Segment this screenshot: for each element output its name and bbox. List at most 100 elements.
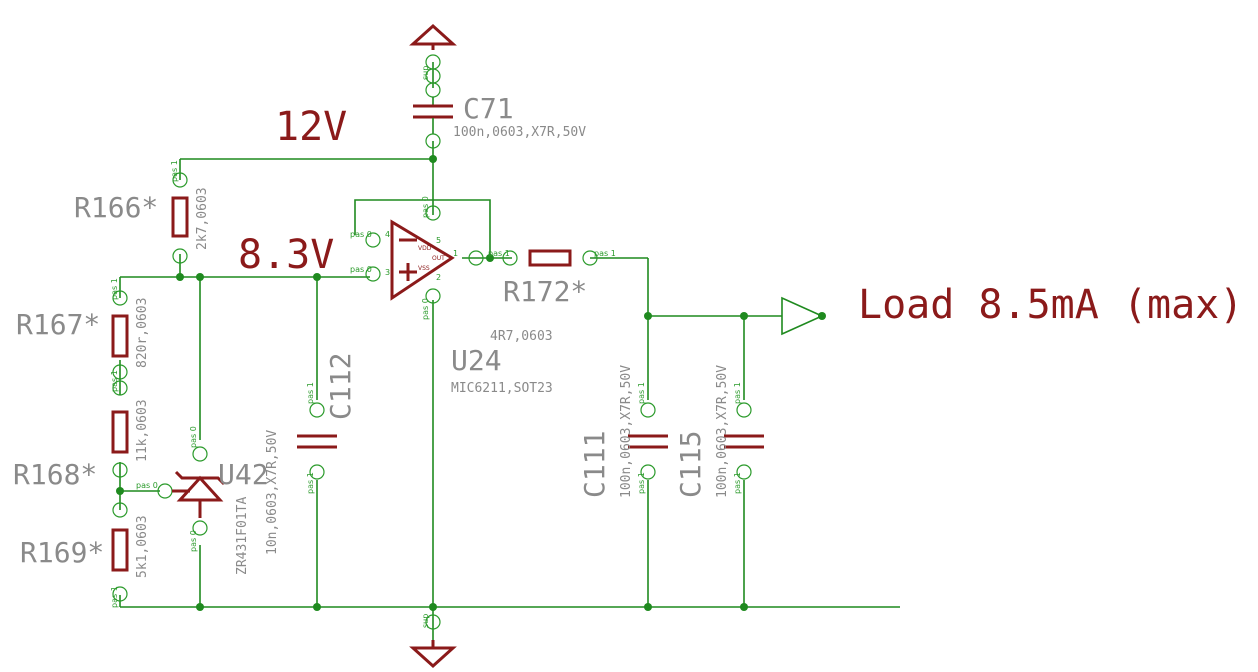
r169-pin1-label: pas 1 (110, 586, 119, 608)
junction-u42 (196, 273, 204, 281)
r168-value: 11k,0603 (135, 399, 150, 462)
r167-name: R167* (16, 308, 100, 341)
junction-gnd-c115 (740, 603, 748, 611)
wires (119, 62, 900, 640)
net-label-load: Load 8.5mA (max) (858, 282, 1243, 328)
pin-c115-top (736, 402, 752, 418)
u24-out-label: OUT (432, 255, 445, 262)
resistor-r168: pas 1 R168* 11k,0603 (13, 370, 150, 491)
r172-pin-right-label: pas 1 (594, 249, 616, 258)
r166-body (171, 196, 189, 238)
r172-value: 4R7,0603 (490, 329, 553, 344)
supply-arrow-top (409, 23, 457, 46)
r168-body (111, 410, 129, 454)
pin-c111-bottom (640, 464, 656, 480)
r167-pin1-label: pas 1 (110, 278, 119, 300)
pin-r167-top (112, 290, 128, 306)
junction-gnd-u24 (429, 603, 437, 611)
c115-name: C115 (674, 431, 707, 498)
r166-value: 2k7,0603 (195, 187, 210, 250)
junction-gnd-u42 (196, 603, 204, 611)
pin-r167-bottom (112, 364, 128, 380)
u24-triangle (390, 219, 455, 301)
ground-pin-label: sup (421, 614, 430, 628)
r172-pin-left-label: pas 1 (488, 249, 510, 258)
u24-pin3-num: 3 (385, 268, 390, 277)
c111-pin2-label: pas 1 (637, 472, 646, 494)
pin-c71-bottom (425, 133, 441, 149)
c112-pin2-label: pas 1 (306, 472, 315, 494)
pin-r169-top (112, 502, 128, 518)
r167-value: 820r,0603 (135, 298, 150, 368)
pin-u42-cathode (192, 446, 208, 462)
pin-r166-top (172, 172, 188, 188)
junction-12v (429, 155, 437, 163)
pin-u24-noninv (365, 266, 381, 282)
u24-pin2-num: 2 (436, 273, 441, 282)
u24-pin4-num: 4 (385, 230, 390, 239)
capacitor-c111: pas 1 pas 1 C111 100n,0603,X7R,50V (578, 365, 668, 498)
resistor-r167: pas 1 R167* 820r,0603 (16, 278, 150, 380)
junction-gnd-c111 (644, 603, 652, 611)
shunt-reference-u42: pas 0 pas 0 pas 0 U42 ZR431F01TA (136, 426, 269, 575)
pin-r172-left (502, 250, 518, 266)
pin-r169-bottom (112, 586, 128, 602)
u24-vdd-label: VDD (418, 245, 432, 252)
pin-r168-top (112, 380, 128, 396)
pin-r166-bottom (172, 248, 188, 264)
resistor-r169: pas 1 R169* 5k1,0603 (20, 502, 150, 608)
junction-ref (116, 487, 124, 495)
u24-value: MIC6211,SOT23 (451, 381, 553, 396)
pin-r172-right (582, 250, 598, 266)
pin-r168-bottom (112, 462, 128, 478)
u42-name: U42 (218, 458, 269, 491)
output-port-triangle (781, 296, 824, 336)
c112-name: C112 (324, 353, 357, 420)
c115-pin2-label: pas 1 (733, 472, 742, 494)
u24-vss-label: VSS (418, 265, 430, 272)
c71-name: C71 (463, 92, 514, 125)
u24-vss-pas: pas 0 (421, 298, 430, 320)
pin-u24-inv (365, 232, 381, 248)
capacitor-c71: C71 100n,0603,X7R,50V (413, 82, 586, 149)
c115-value: 100n,0603,X7R,50V (715, 365, 730, 498)
ground-arrow-bottom (409, 646, 457, 669)
r169-body (111, 528, 129, 572)
junction-c112 (313, 273, 321, 281)
r172-name: R172* (503, 275, 587, 308)
c111-value: 100n,0603,X7R,50V (619, 365, 634, 498)
u24-pin5-num: 5 (436, 236, 441, 245)
output-port-load: Load 8.5mA (max) (781, 282, 1243, 336)
r168-name: R168* (13, 458, 97, 491)
capacitor-c112: pas 1 pas 1 C112 10n,0603,X7R,50V (265, 353, 357, 555)
pin-u42-anode (192, 520, 208, 536)
u24-pin1-num: 1 (453, 249, 458, 258)
u42-pin-ref-label: pas 0 (136, 481, 158, 490)
net-label-12v: 12V (275, 104, 347, 150)
r166-pin1-label: pas 1 (170, 160, 179, 182)
supply-symbols: sup sup (409, 23, 457, 669)
u24-pin4-pas: pas 0 (350, 230, 372, 239)
pin-u24-vdd (425, 205, 441, 221)
pin-c111-top (640, 402, 656, 418)
c111-name: C111 (578, 431, 611, 498)
wire-feedback-loop (354, 199, 491, 258)
u24-name: U24 (451, 344, 502, 377)
pin-c115-bottom (736, 464, 752, 480)
pin-c112-top (309, 402, 325, 418)
c115-pin1-label: pas 1 (733, 382, 742, 404)
c112-value: 10n,0603,X7R,50V (265, 430, 280, 555)
u42-pin-top-label: pas 0 (189, 426, 198, 448)
regulator-u24: pas 0 4 pas 0 3 5 2 1 pas 0 pas 0 VDD VS… (350, 196, 553, 396)
c112-pin1-label: pas 1 (306, 382, 315, 404)
r172-body (528, 249, 572, 267)
resistor-r166: pas 1 R166* 2k7,0603 (74, 160, 210, 264)
pin-u24-vss (425, 288, 441, 304)
u24-vdd-pas: pas 0 (421, 196, 430, 218)
junction-out (486, 254, 494, 262)
resistor-r172: pas 1 pas 1 R172* 4R7,0603 (488, 249, 616, 344)
pin-u42-ref (157, 483, 173, 499)
u42-pin-bottom-label: pas 0 (189, 530, 198, 552)
pin-ground-bottom (425, 614, 441, 630)
